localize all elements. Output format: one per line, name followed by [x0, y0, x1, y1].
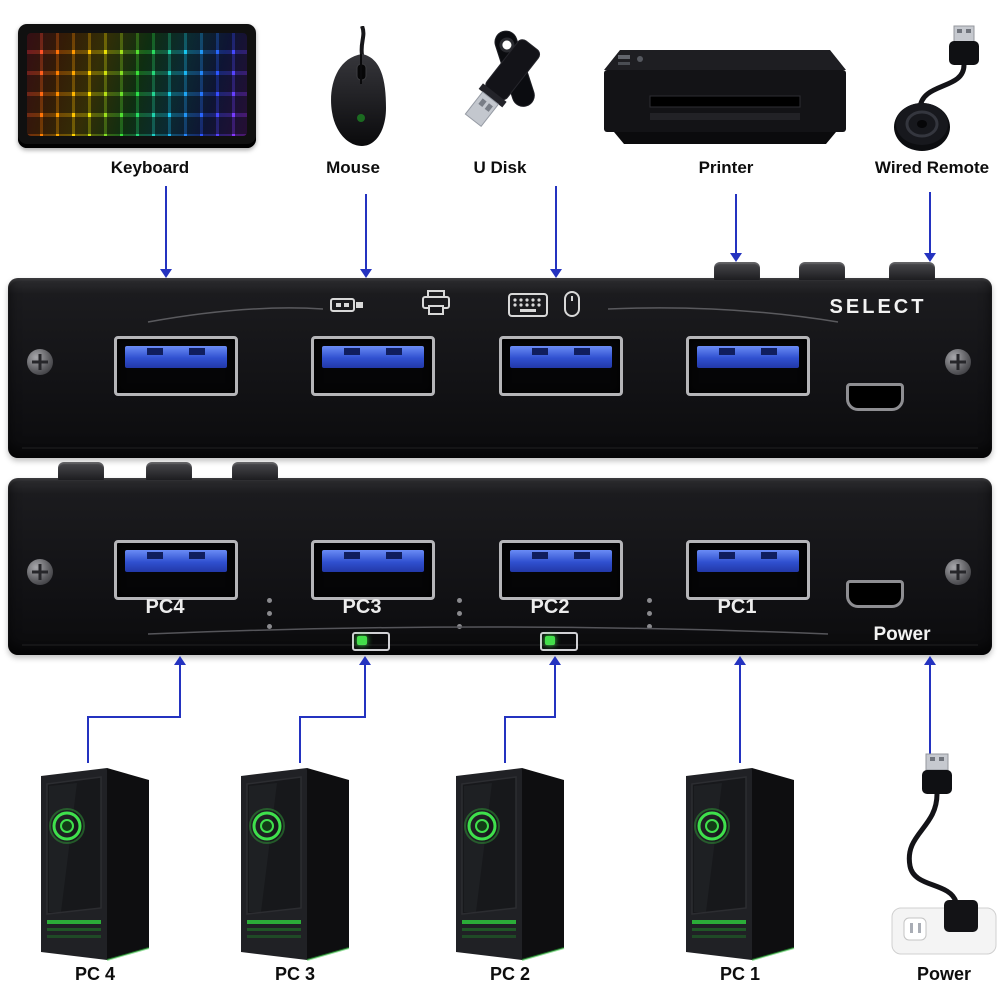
pc3-label: PC 3 — [274, 964, 316, 984]
usb-tongue — [697, 346, 799, 368]
separator-dots — [267, 598, 272, 629]
screw-icon — [945, 349, 971, 375]
usb-tongue — [125, 346, 227, 368]
usb-tongue — [697, 550, 799, 572]
keyboard-label: Keyboard — [110, 158, 190, 177]
select-knob-2 — [799, 262, 845, 280]
back-power-label: Power — [873, 624, 931, 645]
keyboard-image — [18, 24, 256, 148]
arrow-udisk-icon — [550, 269, 562, 278]
select-label: SELECT — [829, 296, 927, 318]
back-panel-trim-line — [147, 626, 829, 635]
connector-line-pc2 — [504, 717, 506, 763]
printer-image — [604, 50, 846, 144]
power-label: Power — [916, 964, 972, 984]
connector-line-pc2 — [504, 716, 556, 718]
switch-front-panel: SELECT — [8, 262, 992, 458]
screw-icon — [945, 559, 971, 585]
front-usb-port-3 — [499, 336, 623, 396]
connector-line-pc4 — [87, 717, 89, 763]
separator-dots — [647, 598, 652, 629]
connector-line-udisk — [555, 186, 557, 269]
connector-line-pc3 — [299, 717, 301, 763]
port-label-pc1: PC1 — [717, 596, 757, 618]
back-hdmi-port — [846, 580, 904, 608]
arrow-printer-icon — [730, 253, 742, 262]
select-knob-3 — [889, 262, 935, 280]
printer-label: Printer — [698, 158, 754, 177]
mouse-icon — [564, 291, 580, 317]
port-label-pc4: PC4 — [145, 596, 185, 618]
port-label-pc3: PC3 — [342, 596, 382, 618]
back-knob-2 — [146, 462, 192, 480]
pc2-tower-image — [454, 766, 566, 962]
usb-tongue — [510, 346, 612, 368]
back-usb-port-pc3 — [311, 540, 435, 600]
wired-remote-label: Wired Remote — [874, 158, 990, 177]
usb-tongue — [510, 550, 612, 572]
arrow-power-icon — [924, 656, 936, 665]
front-usb-port-2 — [311, 336, 435, 396]
connector-line-pc4 — [87, 716, 181, 718]
arrow-remote-icon — [924, 253, 936, 262]
connector-line-pc1 — [739, 665, 741, 763]
pc2-label: PC 2 — [489, 964, 531, 984]
screw-icon — [27, 559, 53, 585]
udisk-label: U Disk — [473, 158, 527, 177]
connector-line-pc4 — [179, 665, 181, 718]
arrow-pc1-icon — [734, 656, 746, 665]
back-usb-port-pc2 — [499, 540, 623, 600]
back-usb-port-pc1 — [686, 540, 810, 600]
usb-tongue — [322, 550, 424, 572]
front-panel-trim-lines — [147, 307, 839, 323]
select-knob-1 — [714, 262, 760, 280]
udisk-image — [464, 30, 541, 128]
slide-switch-icon — [540, 632, 578, 651]
switch-back-panel: PC4 PC3 PC2 PC1 Power — [8, 462, 992, 655]
connector-line-printer — [735, 194, 737, 253]
screw-icon — [27, 349, 53, 375]
pc4-tower-image — [39, 766, 151, 962]
back-knob-1 — [58, 462, 104, 480]
connector-line-mouse — [365, 194, 367, 269]
pc1-tower-image — [684, 766, 796, 962]
port-label-pc2: PC2 — [530, 596, 570, 618]
mouse-image — [331, 26, 386, 146]
power-cable-image — [891, 753, 997, 955]
connector-line-pc3 — [299, 716, 366, 718]
usb-icon — [330, 298, 363, 312]
keyboard-icon — [508, 293, 548, 317]
back-knob-3 — [232, 462, 278, 480]
arrow-keyboard-icon — [160, 269, 172, 278]
wired-remote-image — [894, 25, 979, 151]
keyboard-rgb-keys — [27, 33, 247, 136]
pc4-label: PC 4 — [74, 964, 116, 984]
usb-tongue — [125, 550, 227, 572]
connector-line-pc3 — [364, 665, 366, 718]
slide-switch-icon — [352, 632, 390, 651]
connector-line-keyboard — [165, 186, 167, 269]
printer-icon — [422, 290, 450, 315]
front-hdmi-port — [846, 383, 904, 411]
front-usb-port-1 — [114, 336, 238, 396]
pc1-label: PC 1 — [719, 964, 761, 984]
mouse-label: Mouse — [326, 158, 380, 177]
arrow-pc3-icon — [359, 656, 371, 665]
connector-line-pc2 — [554, 665, 556, 718]
front-usb-port-4 — [686, 336, 810, 396]
usb-tongue — [322, 346, 424, 368]
pc3-tower-image — [239, 766, 351, 962]
arrow-mouse-icon — [360, 269, 372, 278]
connector-line-remote — [929, 192, 931, 253]
arrow-pc2-icon — [549, 656, 561, 665]
connector-line-power — [929, 665, 931, 756]
arrow-pc4-icon — [174, 656, 186, 665]
back-usb-port-pc4 — [114, 540, 238, 600]
